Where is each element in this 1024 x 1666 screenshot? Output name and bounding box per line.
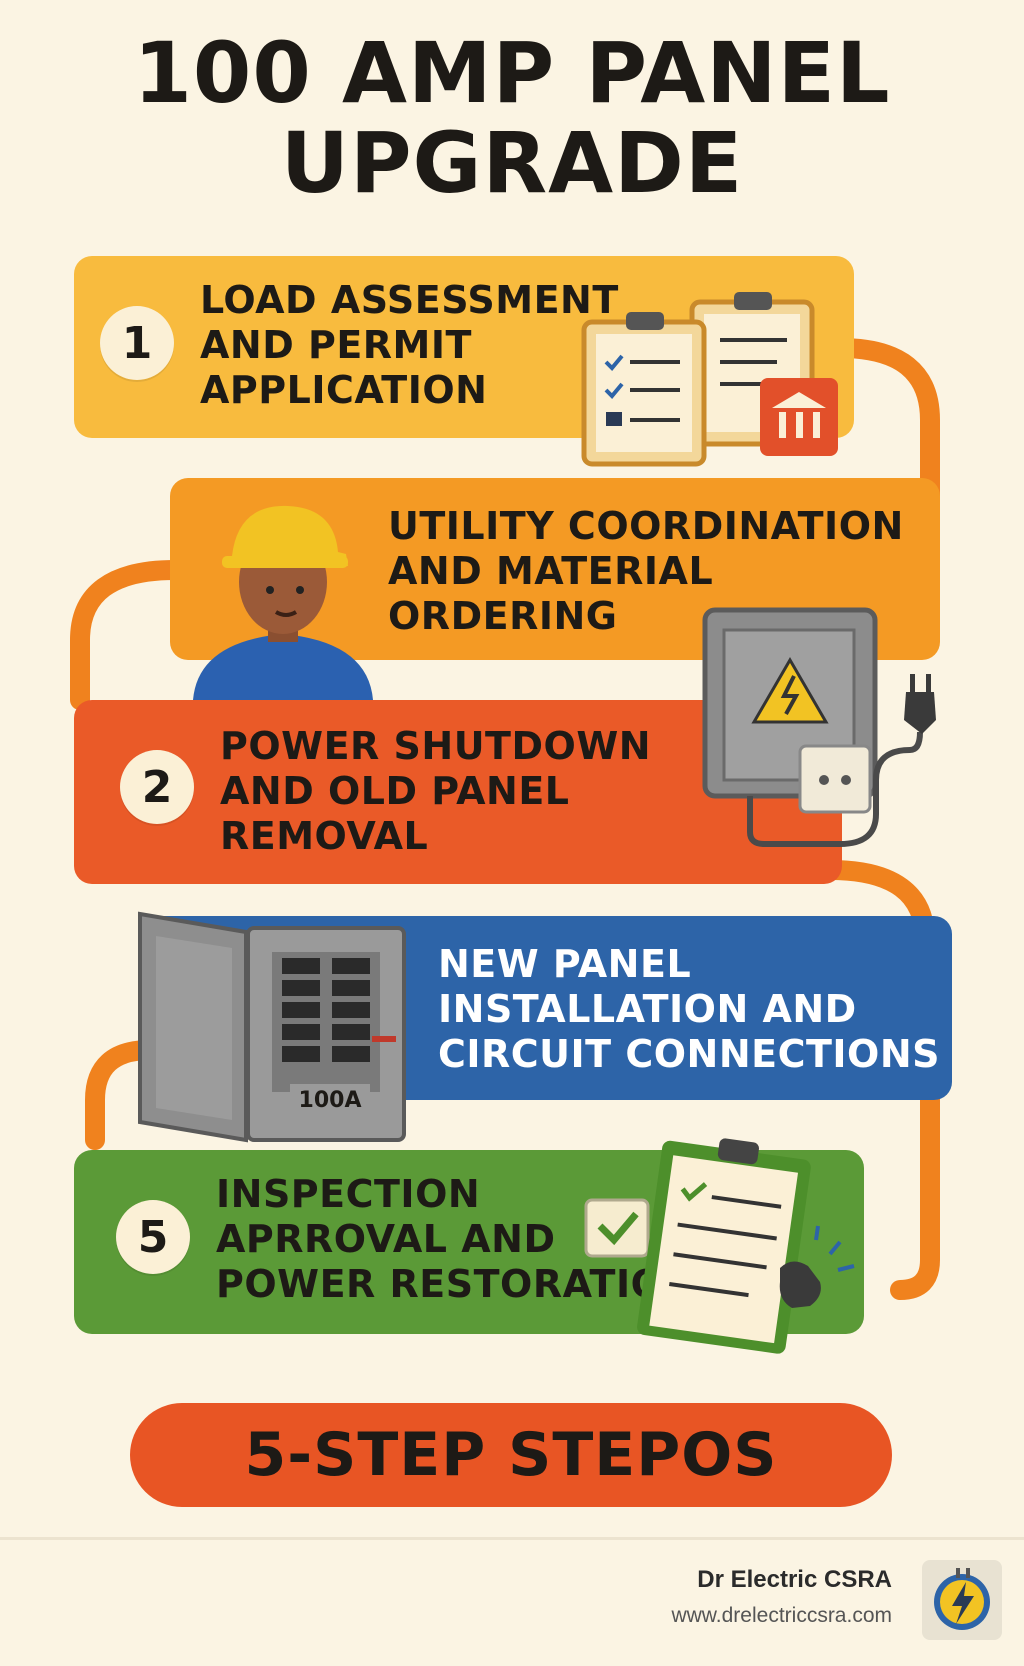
- step-2-line-3: REMOVAL: [220, 814, 429, 858]
- step-new-panel-line-1: NEW PANEL: [438, 942, 692, 986]
- step-1-number-badge: 1: [100, 306, 174, 380]
- worker-icon: [193, 505, 373, 700]
- brand-logo: [922, 1560, 1002, 1640]
- footer-divider: [0, 1537, 1024, 1540]
- step-5-line-3: POWER RESTORATION: [216, 1262, 696, 1306]
- step-utility-line-2: AND MATERIAL: [388, 549, 714, 593]
- step-5-line-2: APRROVAL AND: [216, 1217, 556, 1261]
- breaker-panel-icon: [138, 911, 406, 1143]
- brand-name: Dr Electric CSRA: [697, 1566, 892, 1593]
- title-line-1: 100 AMP PANEL: [133, 24, 891, 122]
- electrical-box-plug-icon: [702, 607, 936, 847]
- step-5-title: INSPECTION APRROVAL AND POWER RESTORATIO…: [216, 1172, 696, 1307]
- step-5-number-badge: 5: [116, 1200, 190, 1274]
- step-new-panel-line-3: CIRCUIT CONNECTIONS: [438, 1032, 940, 1076]
- steps-summary-banner: 5-STEP STEPOS: [130, 1403, 892, 1507]
- step-new-panel-title: NEW PANEL INSTALLATION AND CIRCUIT CONNE…: [438, 942, 940, 1077]
- step-2-number-badge: 2: [120, 750, 194, 824]
- step-utility-line-3: ORDERING: [388, 594, 618, 638]
- title-line-2: UPGRADE: [280, 114, 744, 212]
- step-1-title: LOAD ASSESSMENT AND PERMIT APPLICATION: [200, 278, 619, 413]
- step-5-line-1: INSPECTION: [216, 1172, 481, 1216]
- step-utility-line-1: UTILITY COORDINATION: [388, 504, 904, 548]
- brand-url[interactable]: www.drelectriccsra.com: [671, 1604, 892, 1627]
- step-1-line-2: AND PERMIT: [200, 323, 472, 367]
- step-2-line-2: AND OLD PANEL: [220, 769, 570, 813]
- panel-amp-label: 100A: [290, 1084, 370, 1118]
- step-utility-title: UTILITY COORDINATION AND MATERIAL ORDERI…: [388, 504, 904, 639]
- inspection-checklist-icon: [584, 1138, 855, 1354]
- clipboard-permit-icon: [581, 292, 838, 467]
- step-2-title: POWER SHUTDOWN AND OLD PANEL REMOVAL: [220, 724, 651, 859]
- step-1-line-3: APPLICATION: [200, 368, 488, 412]
- step-2-line-1: POWER SHUTDOWN: [220, 724, 652, 768]
- step-1-line-1: LOAD ASSESSMENT: [200, 278, 619, 322]
- lightning-logo-icon: [934, 1568, 990, 1630]
- step-new-panel-line-2: INSTALLATION AND: [438, 987, 857, 1031]
- page-title: 100 AMP PANEL UPGRADE: [0, 28, 1024, 208]
